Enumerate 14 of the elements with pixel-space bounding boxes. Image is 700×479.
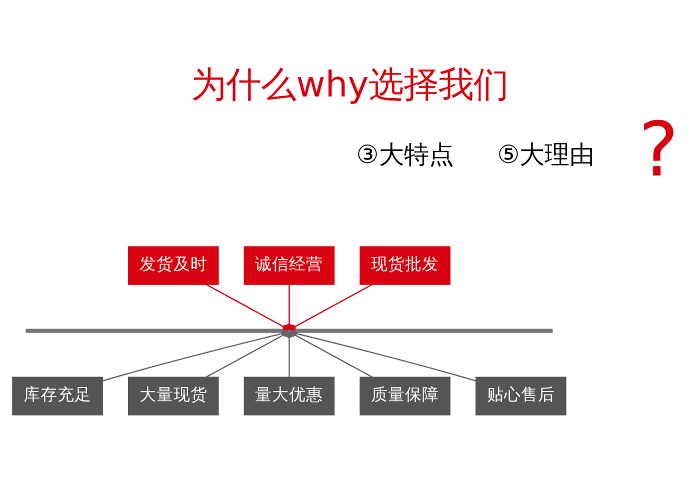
node-bar (26, 328, 553, 333)
node-box: 贴心售后 (476, 376, 566, 416)
connector (286, 284, 292, 330)
node-box: 诚信经营 (244, 246, 335, 285)
node-box: 质量保障 (360, 376, 450, 416)
label: ③大特点 (356, 140, 454, 170)
diagram-title: 为什么why选择我们 (191, 64, 509, 106)
node-box: 大量现货 (128, 376, 219, 416)
label: ? (638, 105, 679, 194)
node-box: 量大优惠 (244, 376, 335, 416)
label: ⑤大理由 (497, 140, 595, 170)
node-box: 库存充足 (12, 376, 103, 416)
node-box: 发货及时 (128, 246, 219, 285)
node-box: 现货批发 (360, 246, 450, 285)
